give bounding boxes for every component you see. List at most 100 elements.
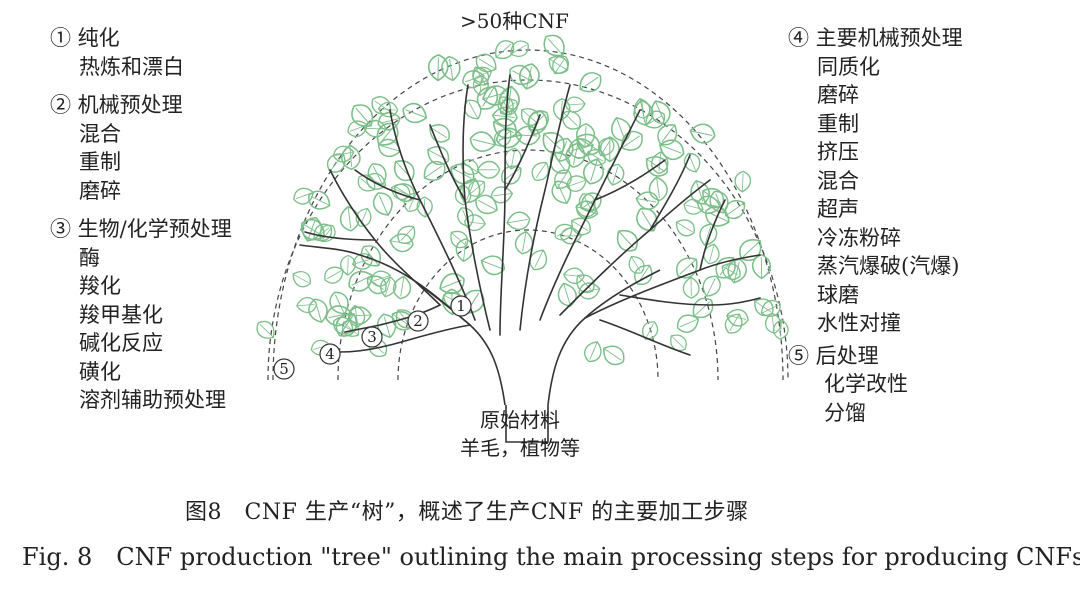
leaf-icon [606,163,625,186]
stage-boundary-arc [267,79,789,381]
process-item: 蒸汽爆破(汽爆) [817,254,960,278]
leaf-icon [635,191,660,210]
leaf-icon [333,316,354,335]
leaf-icon [390,183,411,201]
leaf-icon [464,99,482,120]
tree-branch [699,199,726,271]
leaf-icon [676,257,698,279]
leaf-icon [377,138,401,158]
stage-marker: 5 [273,358,295,380]
process-item: 碱化反应 [79,331,163,355]
trunk-left [419,284,506,406]
process-item: 挤压 [817,140,859,164]
leaf-icon [703,243,720,265]
stage-marker-label: 5 [279,360,289,378]
caption-chinese: 图8 CNF 生产“树”，概述了生产CNF 的主要加工步骤 [185,500,749,525]
tree-branch [559,179,711,316]
leaf-icon [579,72,602,93]
leaf-icon [351,104,374,127]
leaf-icon [308,190,331,210]
leaf-icon [582,158,604,185]
leaf-icon [567,138,594,159]
stage-boundary-arc [397,229,659,381]
process-item: 混合 [817,168,859,193]
process-group-heading: ⑤ 后处理 [788,343,879,368]
stage-boundary-arc [337,149,719,381]
root-bracket [505,405,549,443]
leaf-icon [397,225,416,244]
leaf-icon [675,219,695,237]
leaf-icon [308,298,328,324]
leaf-icon [347,120,368,138]
leaf-icon [648,176,668,202]
stage-marker-label: 3 [367,328,377,346]
leaf-icon [554,169,572,190]
leaf-icon [429,124,450,143]
caption-english: Fig. 8 CNF production "tree" outlining t… [22,543,1080,571]
tree-branch [339,324,471,353]
leaf-icon [645,110,666,129]
process-group: ③ 生物/化学预处理酶羧化羧甲基化碱化反应磺化溶剂辅助预处理 [50,215,232,415]
stage-marker: 1 [450,295,472,317]
leaf-icon [324,266,344,284]
leaf-icon [402,102,428,124]
process-group-heading: ① 纯化 [50,26,120,50]
leaf-icon [476,160,501,179]
tree-branch [389,109,476,321]
process-item: 溶剂辅助预处理 [79,388,226,412]
leaf-icon [480,255,505,276]
leaf-icon [427,54,449,82]
tree-branch [504,114,541,191]
leaf-icon [292,271,311,288]
leaf-icon [628,256,645,274]
leaf-icon [575,200,597,218]
leaf-icon [514,125,541,146]
leaf-icon [510,40,529,57]
leaf-icon [342,320,360,337]
leaf-icon [554,223,573,241]
leaf-icon [689,123,716,144]
process-group-heading: ④ 主要机械预处理 [788,26,963,50]
leaf-icon [548,55,569,74]
leaf-icon [760,299,781,317]
leaf-icon [475,194,498,215]
leaf-icon [476,85,499,110]
leaf-icon [498,85,520,114]
process-item: 同质化 [817,54,880,79]
process-group: ② 机械预处理混合重制磨碎 [50,91,232,205]
leaf-icon [564,96,586,113]
leaf-icon [377,101,399,118]
process-item: 混合 [79,121,121,146]
process-group-heading: ③ 生物/化学预处理 [50,217,232,241]
leaf-icon [553,137,574,163]
leaf-icon [587,149,606,166]
stage-marker: 4 [319,343,341,365]
leaf-icon [472,66,490,86]
root-label: 原始材料 羊毛，植物等 [440,406,600,462]
leaf-icon [657,124,678,146]
process-item: 分馏 [824,400,866,425]
leaf-icon [724,313,743,334]
leaf-icon [509,64,533,86]
leaf-icon [690,179,710,205]
leaf-icon [566,175,587,192]
leaf-icon [571,217,591,236]
leaf-icon [552,55,569,75]
leaf-icon [329,291,349,315]
tree-branch [599,319,691,356]
leaf-icon [557,282,577,307]
tree-branch [584,254,761,319]
stage-marker: 3 [361,326,383,348]
leaf-icon [463,214,486,232]
leaf-icon [682,276,700,299]
leaf-icon [699,223,718,247]
leaf-icon [441,55,461,82]
right-process-list: ④ 主要机械预处理同质化磨碎重制挤压混合超声冷冻粉碎蒸汽爆破(汽爆)球磨水性对撞… [788,24,963,427]
tree-branch [519,84,571,331]
stage-marker-label: 2 [413,312,423,330]
leaf-icon [754,298,774,317]
process-item: 羧甲基化 [79,302,163,327]
leaf-icon [683,152,701,173]
leaf-icon [256,320,275,339]
